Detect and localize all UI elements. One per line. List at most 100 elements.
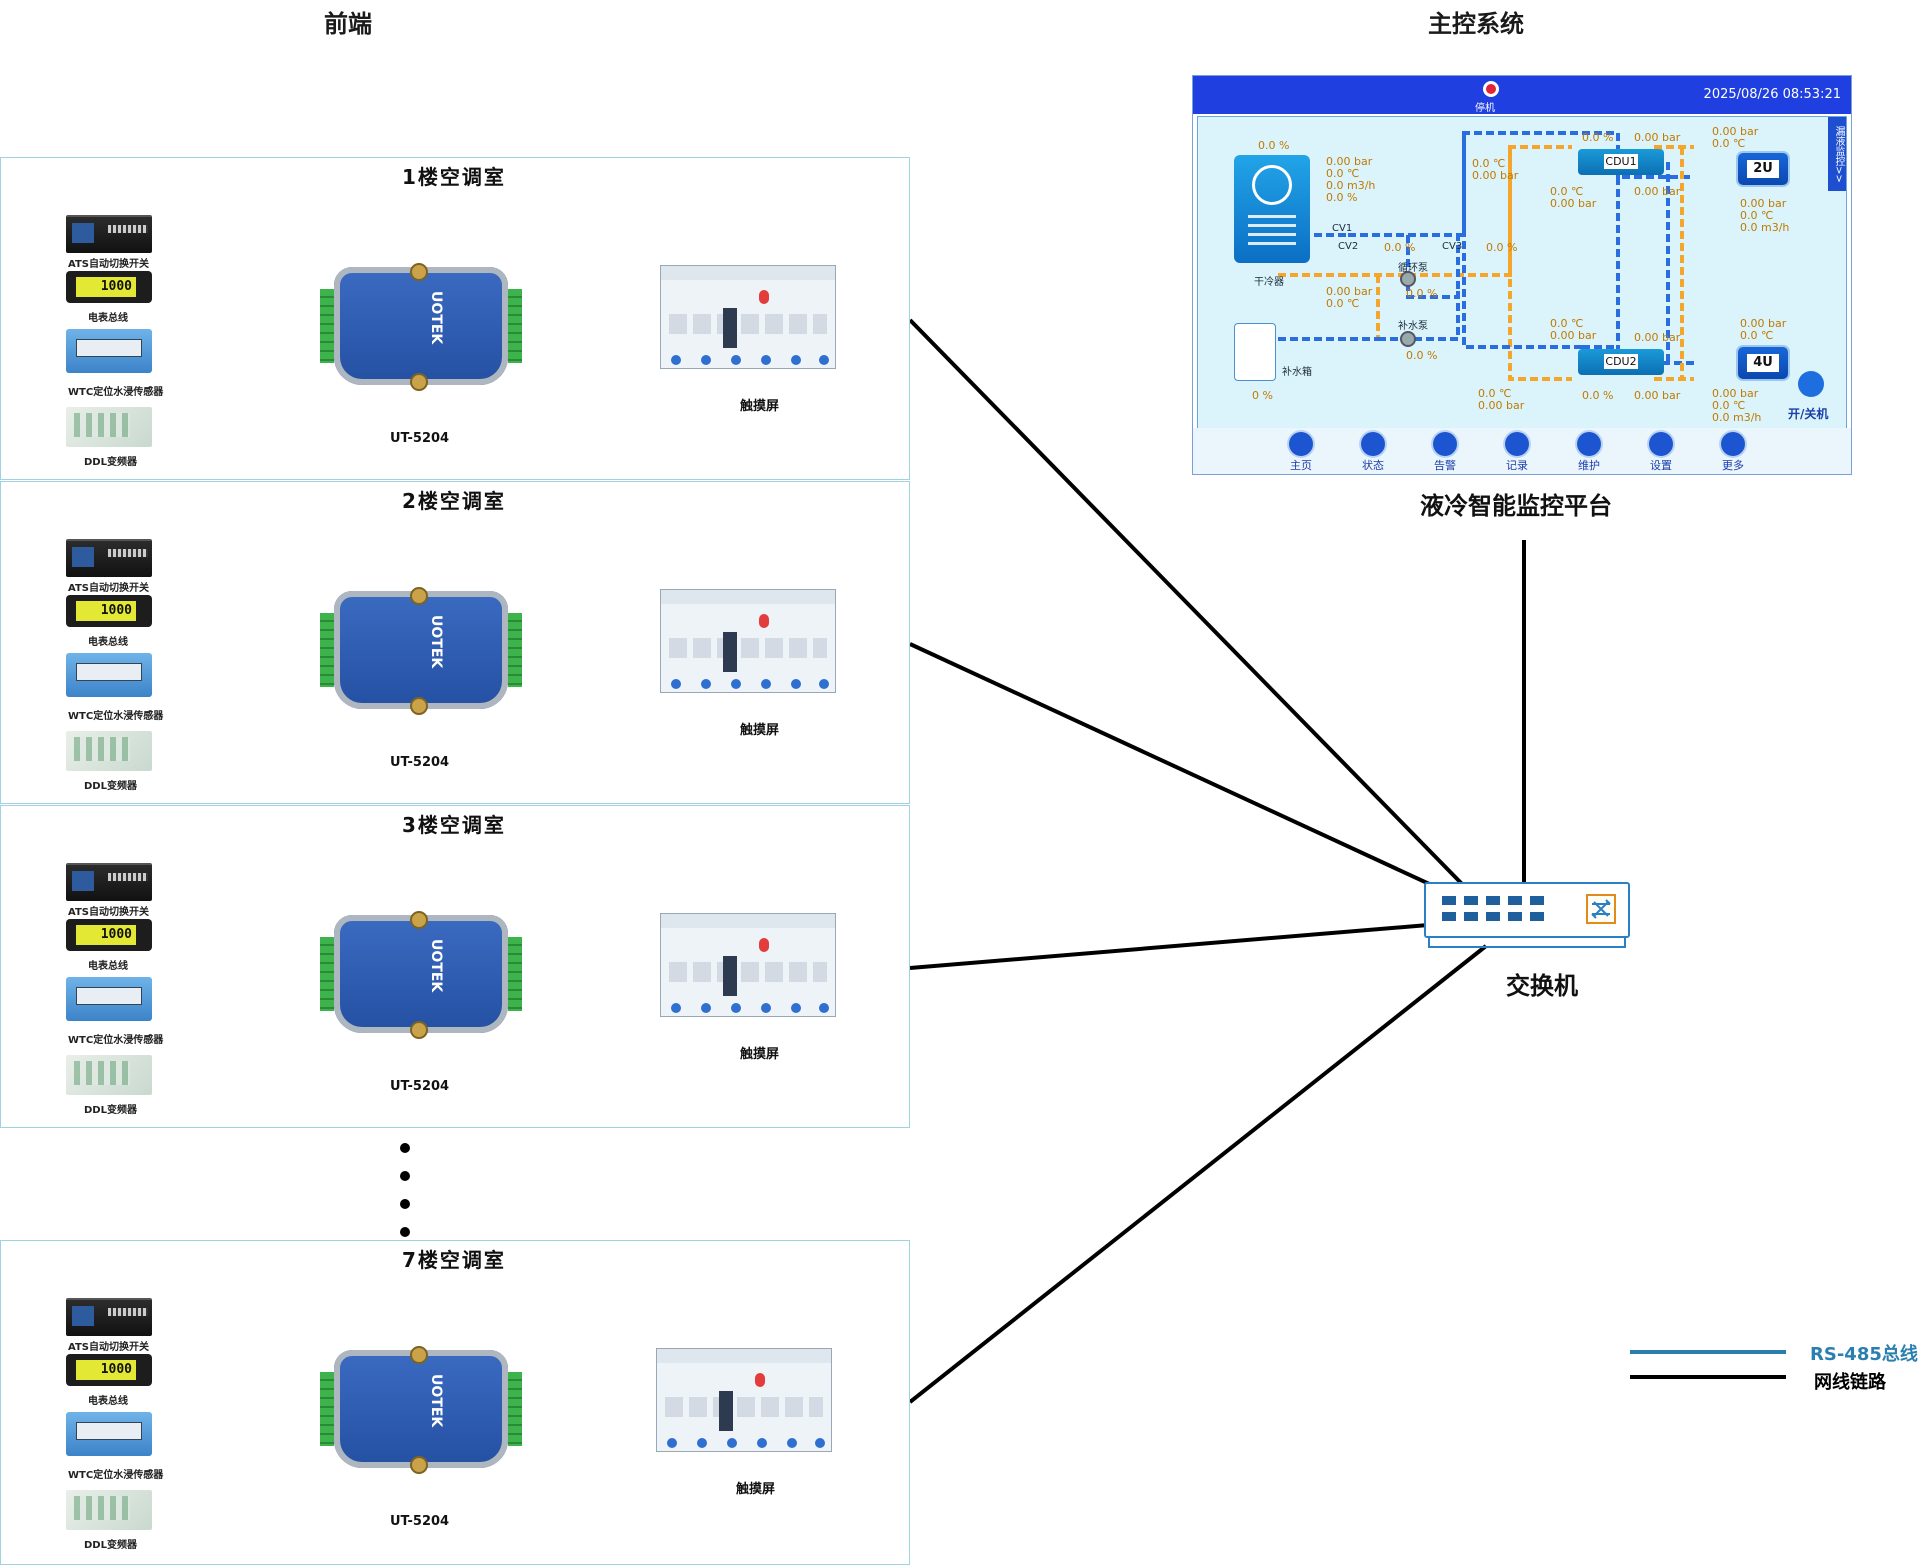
dc-flow: 0.0 m3/h xyxy=(1326,179,1376,192)
meter-image: 1000 xyxy=(66,271,152,303)
dc-return-temp: 0.0 ℃ xyxy=(1326,297,1360,310)
device-label: WTC定位水浸传感器 xyxy=(68,1470,164,1481)
tank-icon xyxy=(1234,323,1276,381)
ats-switch-image xyxy=(66,1298,152,1336)
nav-item[interactable]: 更多 xyxy=(1703,432,1763,473)
device-label: ATS自动切换开关 xyxy=(68,1342,149,1353)
dc-pressure: 0.00 bar xyxy=(1326,155,1373,168)
switch-label: 交换机 xyxy=(1506,972,1578,1000)
supply-pressure: 0.00 bar xyxy=(1472,169,1519,182)
converter-ut5204: UOTEK xyxy=(316,911,526,1039)
dc-temp: 0.0 ℃ xyxy=(1326,167,1360,180)
device-label: WTC定位水浸传感器 xyxy=(68,387,164,398)
rack2u-out-pressure: 0.00 bar xyxy=(1740,197,1787,210)
power-icon[interactable] xyxy=(1798,371,1824,397)
touchscreen-image xyxy=(660,265,836,369)
room-title: 2楼空调室 xyxy=(402,489,506,513)
cdu2-pressure: 0.00 bar xyxy=(1634,389,1681,402)
makeup-pump-pct: 0.0 % xyxy=(1406,349,1438,362)
touchscreen-image xyxy=(660,589,836,693)
rack-2u[interactable]: 2U xyxy=(1738,153,1788,185)
meter-lcd: 1000 xyxy=(76,277,136,297)
network-line xyxy=(909,922,1441,970)
cdu1-unit[interactable]: CDU1 xyxy=(1578,149,1664,175)
device-label: WTC定位水浸传感器 xyxy=(68,711,164,722)
ats-switch-image xyxy=(66,539,152,577)
cdu1-in-pressure: 0.00 bar xyxy=(1550,197,1597,210)
converter-brand: UOTEK xyxy=(428,939,444,993)
switch-base xyxy=(1428,938,1626,948)
ellipsis-dot xyxy=(400,1171,410,1181)
converter-ut5204: UOTEK xyxy=(316,263,526,391)
master-title: 主控系统 xyxy=(1428,10,1524,38)
rack2u-pressure: 0.00 bar xyxy=(1712,125,1759,138)
power-label: 开/关机 xyxy=(1788,407,1829,421)
device-label: 电表总线 xyxy=(88,961,128,972)
nav-label: 更多 xyxy=(1722,459,1744,472)
cdu2-in-temp: 0.0 ℃ xyxy=(1550,317,1584,330)
drycooler-label: 干冷器 xyxy=(1254,277,1284,288)
hmi-diagram: 干冷器 补水箱 0 % 0.0 % 0.00 bar 0.0 ℃ 0.0 m3/… xyxy=(1197,116,1847,430)
nav-label: 告警 xyxy=(1434,459,1456,472)
ats-switch-image xyxy=(66,863,152,901)
cv1-label: CV1 xyxy=(1332,223,1353,234)
cv3-pct: 0.0 % xyxy=(1486,241,1518,254)
device-label: 电表总线 xyxy=(88,637,128,648)
makeup-pump-label: 补水泵 xyxy=(1398,321,1428,332)
rack2u-out-flow: 0.0 m3/h xyxy=(1740,221,1790,234)
circ-pump-label: 循环泵 xyxy=(1398,263,1428,274)
return-temp: 0.0 ℃ xyxy=(1478,387,1512,400)
nav-item[interactable]: 维护 xyxy=(1559,432,1619,473)
leak-sensor-image xyxy=(66,977,152,1021)
nav-item[interactable]: 状态 xyxy=(1343,432,1403,473)
supply-temp: 0.0 ℃ xyxy=(1472,157,1506,170)
leak-monitor-tab[interactable]: 漏液监控>> xyxy=(1828,117,1846,191)
rack4u-in-pressure: 0.00 bar xyxy=(1740,317,1787,330)
legend-rs485: RS-485总线 xyxy=(1810,1344,1918,1365)
converter-label: UT-5204 xyxy=(390,755,450,770)
meter-lcd: 1000 xyxy=(76,925,136,945)
touchscreen-label: 触摸屏 xyxy=(740,1047,780,1062)
network-line xyxy=(908,944,1488,1404)
makeup-pump-icon xyxy=(1400,331,1416,347)
device-label: WTC定位水浸传感器 xyxy=(68,1035,164,1046)
ddl-inverter-image xyxy=(66,407,152,447)
converter-brand: UOTEK xyxy=(428,1374,444,1428)
rack2u-out-temp: 0.0 ℃ xyxy=(1740,209,1774,222)
nav-label: 设置 xyxy=(1650,459,1672,472)
hmi-nav-bar: 主页状态 告警 记录维护设置 更多 xyxy=(1193,428,1851,474)
network-line xyxy=(908,318,1466,888)
leak-sensor-image xyxy=(66,1412,152,1456)
device-label: DDL变频器 xyxy=(84,457,137,468)
nav-item[interactable]: 主页 xyxy=(1271,432,1331,473)
cdu2-in-pressure: 0.00 bar xyxy=(1550,329,1597,342)
device-label: ATS自动切换开关 xyxy=(68,583,149,594)
rack-4u[interactable]: 4U xyxy=(1738,347,1788,379)
rack4u-in-temp: 0.0 ℃ xyxy=(1740,329,1774,342)
converter-brand: UOTEK xyxy=(428,291,444,345)
ddl-inverter-image xyxy=(66,1055,152,1095)
nav-item[interactable]: 记录 xyxy=(1487,432,1547,473)
touchscreen-label: 触摸屏 xyxy=(740,723,780,738)
touchscreen-image xyxy=(656,1348,832,1452)
rack4u-flow: 0.0 m3/h xyxy=(1712,411,1762,424)
ellipsis-dot xyxy=(400,1143,410,1153)
hmi-top-bar: 停机 2025/08/26 08:53:21 xyxy=(1193,76,1851,114)
ats-switch-image xyxy=(66,215,152,253)
stop-button[interactable]: 停机 xyxy=(1475,103,1495,114)
stop-icon xyxy=(1483,81,1499,97)
ddl-inverter-image xyxy=(66,1490,152,1530)
dc-return-pressure: 0.00 bar xyxy=(1326,285,1373,298)
nav-item[interactable]: 设置 xyxy=(1631,432,1691,473)
cv2-pct: 0.0 % xyxy=(1384,241,1416,254)
nav-label: 状态 xyxy=(1362,459,1384,472)
nav-item[interactable]: 告警 xyxy=(1415,432,1475,473)
meter-image: 1000 xyxy=(66,1354,152,1386)
converter-label: UT-5204 xyxy=(390,431,450,446)
device-label: DDL变频器 xyxy=(84,1540,137,1551)
touchscreen-label: 触摸屏 xyxy=(736,1482,776,1497)
rack4u-pressure: 0.00 bar xyxy=(1712,387,1759,400)
cdu2-top-pressure: 0.00 bar xyxy=(1634,331,1681,344)
cdu2-unit[interactable]: CDU2 xyxy=(1578,349,1664,375)
hmi-panel: 停机 2025/08/26 08:53:21 干冷器 xyxy=(1192,75,1852,475)
